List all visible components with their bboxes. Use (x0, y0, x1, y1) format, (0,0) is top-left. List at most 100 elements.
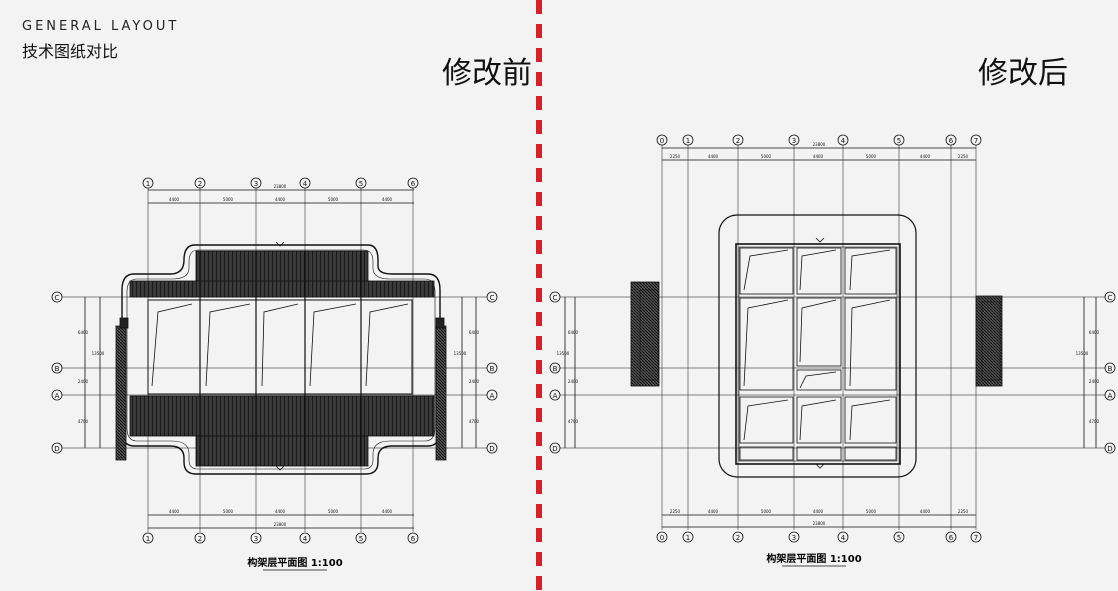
after-right-dim-1: 6400 (1089, 330, 1100, 335)
after-axis-right-c: C (1108, 294, 1113, 302)
after-left-dim-2: 2400 (568, 379, 579, 384)
before-left-total: 13500 (92, 351, 105, 356)
after-axis-bot-2: 2 (736, 534, 740, 542)
after-axis-bot-1: 1 (686, 534, 690, 542)
before-axis-bot-6: 6 (411, 535, 416, 543)
before-right-dim-3: 4700 (469, 419, 480, 424)
before-right-total: 13500 (454, 351, 467, 356)
after-axis-left-a: A (553, 392, 558, 400)
before-top-span-3: 4400 (275, 197, 286, 202)
after-axis-left-c: C (553, 294, 558, 302)
before-left-dim-3: 4700 (78, 419, 89, 424)
after-axis-right-a: A (1108, 392, 1113, 400)
after-axis-top-4: 4 (841, 137, 846, 145)
before-axis-bot-2: 2 (198, 535, 202, 543)
after-top-total: 23800 (813, 142, 826, 147)
before-caption: 构架层平面图 1:100 (247, 556, 342, 569)
before-axis-bot-1: 1 (146, 535, 150, 543)
after-axis-top-2: 2 (736, 137, 740, 145)
before-left-dim-2: 2400 (78, 379, 89, 384)
before-axis-left-b: B (55, 365, 60, 373)
before-top-span-5: 4400 (382, 197, 393, 202)
before-bot-span-3: 4400 (275, 509, 286, 514)
plan-after (560, 145, 1106, 530)
before-axis-top-6: 6 (411, 180, 416, 188)
after-right-dim-2: 2400 (1089, 379, 1100, 384)
after-bot-span-6: 4400 (920, 509, 931, 514)
after-top-span-6: 4400 (920, 154, 931, 159)
after-top-span-4: 4400 (813, 154, 824, 159)
before-left-dim-1: 6400 (78, 330, 89, 335)
after-right-dim-3: 4700 (1089, 419, 1100, 424)
after-left-dim-3: 4700 (568, 419, 579, 424)
after-axis-left-d: D (552, 445, 557, 453)
after-axis-right-b: B (1108, 365, 1113, 373)
after-axis-top-7: 7 (974, 137, 978, 145)
after-bot-total: 23800 (813, 521, 826, 526)
after-bot-span-3: 5000 (761, 509, 772, 514)
after-caption: 构架层平面图 1:100 (766, 552, 861, 565)
before-axis-bot-3: 3 (254, 535, 258, 543)
before-axis-right-b: B (490, 365, 495, 373)
after-axis-bot-7: 7 (974, 534, 978, 542)
after-bot-span-4: 4400 (813, 509, 824, 514)
after-top-span-5: 5000 (866, 154, 877, 159)
after-axis-top-0: 0 (660, 137, 664, 145)
before-top-span-2: 5000 (223, 197, 234, 202)
before-bot-span-5: 4400 (382, 509, 393, 514)
before-axis-right-c: C (490, 294, 495, 302)
before-bot-span-2: 5000 (223, 509, 234, 514)
after-axis-bot-5: 5 (897, 534, 901, 542)
after-dimension-texts: 23800 2250 4400 5000 4400 5000 4400 2250… (557, 142, 1100, 526)
before-axis-labels: 1 2 3 4 5 6 1 2 3 4 5 6 C B A D C B A D (54, 180, 494, 543)
before-axis-top-4: 4 (303, 180, 308, 188)
before-bot-span-4: 5000 (328, 509, 339, 514)
before-label: 修改前 (442, 56, 532, 91)
before-axis-right-d: D (489, 445, 494, 453)
after-bot-span-2: 4400 (708, 509, 719, 514)
before-top-total: 23800 (274, 184, 287, 189)
after-bot-span-5: 5000 (866, 509, 877, 514)
after-axis-bubbles (549, 134, 1116, 543)
before-bot-total: 23800 (274, 522, 287, 527)
after-axis-bot-4: 4 (841, 534, 846, 542)
before-axis-left-c: C (55, 294, 60, 302)
before-right-dim-2: 2400 (469, 379, 480, 384)
before-axis-bot-4: 4 (303, 535, 308, 543)
header-chinese-title: 技术图纸对比 (22, 42, 119, 61)
after-left-dim-1: 6400 (568, 330, 579, 335)
after-axis-top-3: 3 (792, 137, 796, 145)
before-axis-top-1: 1 (146, 180, 150, 188)
after-right-total: 13500 (1076, 351, 1089, 356)
after-top-span-3: 5000 (761, 154, 772, 159)
after-axis-bot-0: 0 (660, 534, 664, 542)
header-english-title: GENERAL LAYOUT (22, 19, 180, 34)
before-axis-top-2: 2 (198, 180, 202, 188)
before-top-span-1: 4400 (169, 197, 180, 202)
plan-before (62, 188, 487, 532)
after-axis-left-b: B (553, 365, 558, 373)
before-top-span-4: 5000 (328, 197, 339, 202)
before-axis-top-3: 3 (254, 180, 258, 188)
after-axis-top-5: 5 (897, 137, 901, 145)
after-axis-bot-3: 3 (792, 534, 796, 542)
after-top-span-1: 2250 (670, 154, 681, 159)
after-top-span-7: 2250 (958, 154, 969, 159)
after-left-total: 13500 (557, 351, 570, 356)
after-top-span-2: 4400 (708, 154, 719, 159)
before-right-dim-1: 6400 (469, 330, 480, 335)
before-axis-left-a: A (55, 392, 60, 400)
before-axis-left-d: D (54, 445, 59, 453)
before-axis-right-a: A (490, 392, 495, 400)
after-label: 修改后 (978, 56, 1068, 91)
after-axis-top-6: 6 (949, 137, 954, 145)
after-axis-top-1: 1 (686, 137, 690, 145)
after-axis-labels: 0 1 2 3 4 5 6 7 0 1 2 3 4 5 6 7 C B A D … (552, 137, 1112, 542)
after-axis-bot-6: 6 (949, 534, 954, 542)
before-axis-bot-5: 5 (359, 535, 363, 543)
before-dimension-texts: 23800 4400 5000 4400 5000 4400 4400 5000… (78, 184, 480, 527)
before-col-axes-top (51, 177, 498, 544)
after-bot-span-1: 2250 (670, 509, 681, 514)
before-bot-span-1: 4400 (169, 509, 180, 514)
